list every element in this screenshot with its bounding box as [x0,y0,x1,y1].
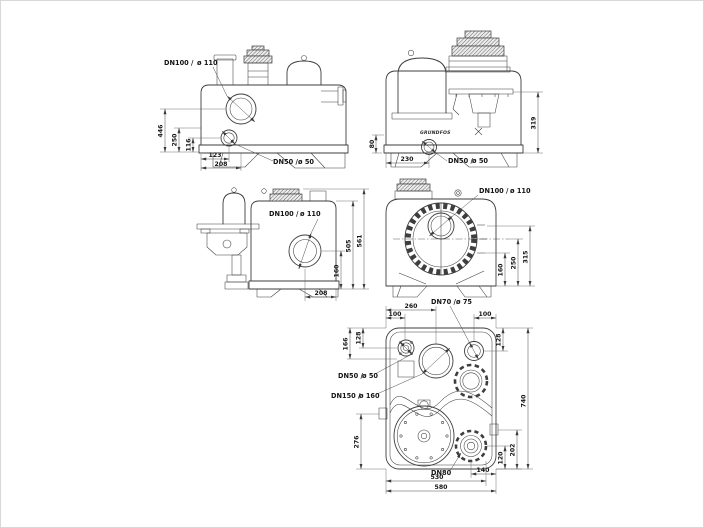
dn50-callout-diameter: ø 50 [298,158,314,166]
dn50-callout-label: DN50 / [338,372,363,380]
dim-160: 160 [498,263,505,277]
dn50-callout-label: DN50 / [448,157,473,165]
dim-128-left: 128 [356,332,363,345]
dim-208: 208 [215,161,228,168]
dim-202: 202 [510,444,517,457]
dn50-callout-label: DN50 / [273,158,298,166]
tank-body [196,187,340,298]
dn100-callout-diameter: ø 110 [300,210,321,218]
dimensions: 446 250 116 123 208 [158,108,242,171]
dimensions: 80 230 319 [369,91,543,168]
pump-motor-flange [393,399,455,467]
dim-276: 276 [354,436,361,449]
view-end-rear: DN100 / ø 110 315 250 160 [385,178,535,298]
dim-120: 120 [498,451,505,465]
lid-cap [445,30,511,73]
dim-250: 250 [511,256,518,270]
dim-315: 315 [523,251,530,264]
vent-stub [309,190,327,202]
dim-446: 446 [158,125,165,138]
callouts: DN100 / ø 110 DN50 / ø 50 [164,59,314,166]
grundfos-logo-mark [474,127,483,136]
dn100-callout-label: DN100 / [479,187,509,195]
pump-dome [286,55,347,106]
dim-208: 208 [315,290,328,297]
dn50-callout-diameter: ø 50 [362,372,378,380]
dn70-callout-label: DN70 / [431,298,456,306]
dim-319: 319 [531,117,538,130]
dn50-callout-diameter: ø 50 [472,157,488,165]
view-end-front: GRUNDFOS DN50 / ø 50 80 [369,30,543,168]
dn100-callout-diameter: ø 110 [197,59,218,67]
dn80-callout-label: DN80 [431,469,452,477]
dim-160: 160 [334,264,341,278]
dn150-callout-diameter: ø 160 [359,392,380,400]
pump-dome [391,49,453,120]
lifting-lug [454,189,462,197]
discharge-flange [337,86,344,106]
base-plate [383,144,524,154]
dim-561: 561 [357,235,364,248]
tank-body: GRUNDFOS [383,30,524,168]
dim-260: 260 [405,303,419,310]
tank-outline [378,327,499,470]
vent-stub [216,58,234,86]
callouts: DN100 / ø 110 [269,210,321,270]
dn80-outlet-flange [454,429,488,463]
view-side-rear-left: DN100 / ø 110 160 505 561 208 [196,187,369,301]
dn100-callout-diameter: ø 110 [510,187,531,195]
dim-116: 116 [186,139,193,152]
dim-166: 166 [343,338,350,351]
dim-250: 250 [172,133,179,147]
dn70-callout-diameter: ø 75 [456,298,472,306]
dim-123: 123 [209,152,222,159]
dim-80: 80 [369,139,376,148]
dim-505: 505 [346,240,353,253]
lid-cap [243,45,273,86]
callouts: DN50 / ø 50 DN150 / ø 160 DN70 / ø 75 DN… [331,298,479,477]
base-plate [198,144,349,154]
cable-box [397,360,415,378]
dim-128-right: 128 [496,334,503,347]
mounting-tab-left [378,407,388,420]
dn100-callout-label: DN100 / [269,210,299,218]
view-plan-top: DN50 / ø 50 DN150 / ø 160 DN70 / ø 75 DN… [331,298,533,494]
mounting-tab-right [489,423,499,436]
dimensions: 160 505 561 208 [303,188,369,301]
lid-cap [261,188,303,202]
dn50-inlet-port [220,129,238,147]
lid-cap [394,178,433,200]
dn100-callout-label: DN100 / [164,59,194,67]
grundfos-logo-text: GRUNDFOS [420,130,451,136]
external-pump-valve [196,187,260,290]
dn100-union-flange [453,363,489,399]
callouts: DN50 / ø 50 [421,140,488,165]
dim-580: 580 [435,484,449,491]
dim-100-left: 100 [389,311,403,318]
dimensions: 315 250 160 [485,225,535,287]
base-plate [248,280,340,290]
dn100-inlet-port [225,93,257,125]
discharge-flange [448,88,514,128]
dn50-inlet-port [421,139,437,155]
view-side-front-left: DN100 / ø 110 DN50 / ø 50 446 250 116 12… [158,45,349,171]
dim-100-right: 100 [479,311,493,318]
callouts: DN100 / ø 110 [429,187,531,237]
dn150-callout-label: DN150 / [331,392,361,400]
dim-740: 740 [521,394,528,408]
dimensions: 260 100 100 128 166 128 740 276 [343,303,533,494]
tank-body [198,45,349,169]
dim-140: 140 [477,467,491,474]
dim-530: 530 [431,474,445,481]
tank-body [385,178,509,298]
dim-230: 230 [401,156,415,163]
